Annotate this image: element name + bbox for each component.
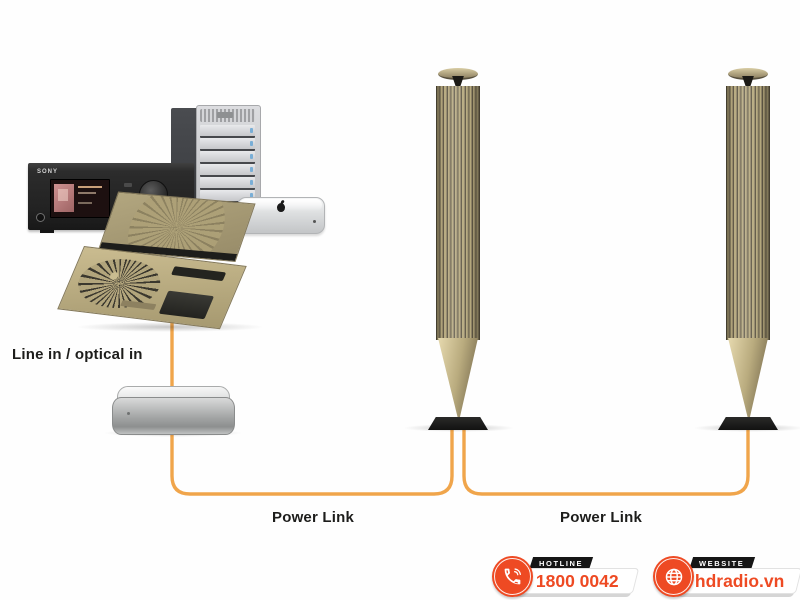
- power-link-cable-left: [170, 428, 454, 496]
- ir-sensor-dot: [313, 220, 316, 223]
- display-text-line: [78, 186, 102, 188]
- tonearm: [170, 266, 227, 282]
- drive-led: [250, 128, 253, 133]
- speaker-cone: [728, 338, 768, 422]
- device-foot: [40, 230, 54, 233]
- drive-bay: [200, 125, 255, 138]
- website-circle: [653, 556, 694, 597]
- sony-logo: SONY: [37, 169, 59, 175]
- website-label: WEBSITE: [699, 559, 745, 568]
- website-pill: hdradio.vn: [676, 568, 800, 594]
- hotline-badge[interactable]: HOTLINE 1800 0042: [487, 552, 640, 600]
- display-text-line: [78, 192, 96, 194]
- speaker-lamella-column: [436, 86, 480, 340]
- drive-led: [250, 154, 253, 159]
- drive-led: [250, 141, 253, 146]
- display-text-line: [78, 202, 92, 204]
- power-link-cable-right: [462, 428, 750, 496]
- apple-logo-icon: [277, 203, 285, 212]
- speaker-tweeter-stem: [742, 76, 754, 87]
- speaker-base: [718, 417, 778, 430]
- website-badge[interactable]: WEBSITE hdradio.vn: [648, 552, 800, 600]
- hub-body: [112, 397, 235, 435]
- control-strip: [120, 300, 157, 311]
- drive-led: [250, 167, 253, 172]
- turntable: [57, 184, 260, 334]
- floor-speaker-left: [428, 68, 488, 432]
- speaker-lamella-column: [726, 86, 770, 340]
- sony-display: [50, 179, 110, 218]
- hotline-number: 1800 0042: [536, 570, 619, 591]
- drive-bay: [200, 151, 255, 164]
- drive-bay: [200, 177, 255, 190]
- control-panel: [158, 290, 215, 320]
- drive-bay: [200, 138, 255, 151]
- raid-badge: [217, 112, 233, 118]
- headphone-jack: [36, 213, 45, 222]
- drive-led: [250, 193, 253, 198]
- speaker-base: [428, 417, 488, 430]
- website-url: hdradio.vn: [694, 570, 785, 591]
- hotline-pill: 1800 0042: [515, 568, 640, 594]
- device-cluster-shadow: [75, 322, 265, 332]
- album-art: [54, 184, 74, 212]
- player-button: [124, 183, 132, 187]
- power-link-label-right: Power Link: [560, 509, 643, 526]
- hub-indicator-dot: [127, 412, 130, 415]
- speaker-tweeter-stem: [452, 76, 464, 87]
- phone-icon: [504, 568, 522, 585]
- speaker-cone: [438, 338, 478, 422]
- wireless-hub: [112, 386, 235, 435]
- floor-speaker-right: [718, 68, 778, 432]
- hotline-label: HOTLINE: [538, 559, 584, 568]
- hotline-circle: [492, 556, 533, 597]
- drive-led: [250, 180, 253, 185]
- line-in-label: Line in / optical in: [12, 346, 143, 363]
- globe-icon: [665, 568, 682, 585]
- power-link-label-left: Power Link: [272, 509, 355, 526]
- drive-bay: [200, 164, 255, 177]
